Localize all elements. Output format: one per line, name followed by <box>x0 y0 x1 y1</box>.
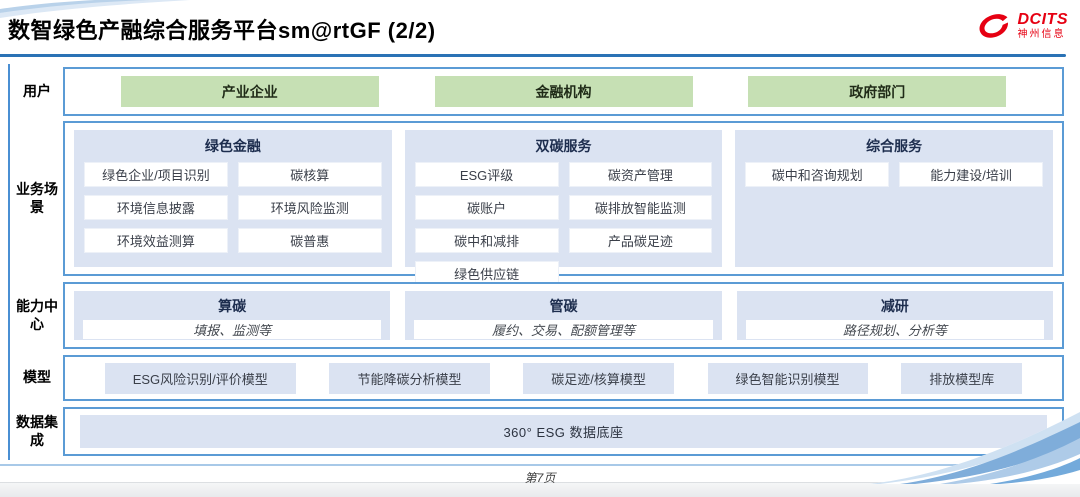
users-row-label: 用户 <box>23 82 51 99</box>
capability-desc: 履约、交易、配额管理等 <box>414 320 713 339</box>
capabilities-row-label: 能力中心 <box>16 298 58 332</box>
scenario-item: 环境风险监测 <box>237 195 382 220</box>
model-item: 排放模型库 <box>901 362 1023 394</box>
scenario-item: 环境效益测算 <box>84 228 228 253</box>
scenario-item: 碳核算 <box>237 162 382 187</box>
capability-calc-carbon: 算碳 填报、监测等 <box>74 291 391 340</box>
capability-title: 算碳 <box>218 298 247 314</box>
capability-title: 减研 <box>880 298 909 314</box>
capabilities-frame: 算碳 填报、监测等 管碳 履约、交易、配额管理等 减研 路径规划、分析等 <box>63 282 1064 349</box>
footer-rule <box>0 464 1080 466</box>
comprehensive-services-column: 综合服务 碳中和咨询规划 能力建设/培训 <box>735 130 1054 267</box>
scenarios-row: 业务场景 绿色金融 绿色企业/项目识别 碳核算 环境信息披露 环境风险监测 环境… <box>12 121 1064 286</box>
page-title: 数智绿色产融综合服务平台sm@rtGF (2/2) <box>8 18 436 43</box>
page-number: 第7页 <box>524 471 556 485</box>
capability-manage-carbon: 管碳 履约、交易、配额管理等 <box>405 291 722 340</box>
scenario-item: 能力建设/培训 <box>899 162 1044 187</box>
column-title: 双碳服务 <box>535 138 592 154</box>
scenarios-row-label: 业务场景 <box>16 181 58 215</box>
capabilities-row: 能力中心 算碳 填报、监测等 管碳 履约、交易、配额管理等 减研 路径规划、分析… <box>12 282 1064 349</box>
column-title: 综合服务 <box>866 138 923 154</box>
dcits-swirl-icon <box>979 14 1008 38</box>
capability-desc: 填报、监测等 <box>83 320 382 339</box>
scenario-item: 碳资产管理 <box>568 162 713 187</box>
scenario-item: ESG评级 <box>414 162 559 187</box>
data-base-item: 360° ESG 数据底座 <box>79 415 1048 448</box>
capability-reduce-research: 减研 路径规划、分析等 <box>736 291 1053 340</box>
dual-carbon-column: 双碳服务 ESG评级 碳资产管理 碳账户 碳排放智能监测 碳中和减排 产品碳足迹… <box>404 130 723 286</box>
scenario-item: 环境信息披露 <box>84 195 228 220</box>
logo-name: DCITS <box>1017 11 1068 28</box>
user-box-finance: 金融机构 <box>434 76 693 107</box>
users-row: 用户 产业企业 金融机构 政府部门 <box>12 67 1064 116</box>
logo-text: DCITS 神州信息 <box>1018 12 1069 40</box>
column-title: 绿色金融 <box>204 138 261 154</box>
scenario-item: 碳中和咨询规划 <box>745 162 890 187</box>
bottom-gray-strip <box>0 482 1080 497</box>
user-box-industry: 产业企业 <box>120 76 379 107</box>
data-integration-row: 数据集成 360° ESG 数据底座 <box>12 407 1064 456</box>
capability-title: 管碳 <box>549 298 578 314</box>
title-underline <box>0 54 1066 57</box>
model-item: 碳足迹/核算模型 <box>523 362 674 394</box>
green-finance-column: 绿色金融 绿色企业/项目识别 碳核算 环境信息披露 环境风险监测 环境效益测算 … <box>74 130 392 267</box>
scenario-item: 产品碳足迹 <box>568 228 713 253</box>
models-row-label: 模型 <box>23 369 51 386</box>
scenario-item: 碳排放智能监测 <box>568 195 713 220</box>
model-item: ESG风险识别/评价模型 <box>104 362 296 394</box>
data-integration-frame: 360° ESG 数据底座 <box>63 407 1064 456</box>
capability-desc: 路径规划、分析等 <box>745 320 1044 339</box>
scenario-item: 碳普惠 <box>237 228 382 253</box>
green-finance-grid: 绿色企业/项目识别 碳核算 环境信息披露 环境风险监测 环境效益测算 碳普惠 <box>84 162 382 253</box>
left-accent-line <box>8 64 10 460</box>
dual-carbon-grid: ESG评级 碳资产管理 碳账户 碳排放智能监测 碳中和减排 产品碳足迹 绿色供应… <box>414 162 713 286</box>
models-row: 模型 ESG风险识别/评价模型 节能降碳分析模型 碳足迹/核算模型 绿色智能识别… <box>12 355 1064 401</box>
scenario-item: 碳账户 <box>414 195 559 220</box>
model-item: 节能降碳分析模型 <box>329 362 490 394</box>
models-frame: ESG风险识别/评价模型 节能降碳分析模型 碳足迹/核算模型 绿色智能识别模型 … <box>63 355 1064 401</box>
scenario-item: 碳中和减排 <box>414 228 559 253</box>
scenarios-frame: 绿色金融 绿色企业/项目识别 碳核算 环境信息披露 环境风险监测 环境效益测算 … <box>63 121 1064 286</box>
comprehensive-services-grid: 碳中和咨询规划 能力建设/培训 <box>745 162 1044 187</box>
model-item: 绿色智能识别模型 <box>707 362 868 394</box>
data-integration-row-label: 数据集成 <box>16 414 58 448</box>
user-box-government: 政府部门 <box>748 76 1007 107</box>
scenario-item: 绿色企业/项目识别 <box>84 162 228 187</box>
logo-subtitle: 神州信息 <box>1017 29 1066 40</box>
users-frame: 产业企业 金融机构 政府部门 <box>63 67 1064 116</box>
company-logo: DCITS 神州信息 <box>974 10 1069 42</box>
